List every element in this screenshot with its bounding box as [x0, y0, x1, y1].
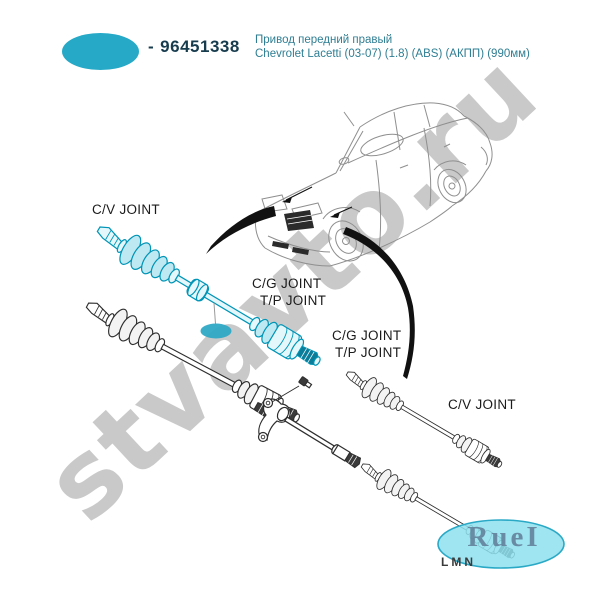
car-illustration	[254, 102, 493, 267]
brand-ellipse	[437, 519, 565, 569]
center-bracket-assembly	[253, 376, 362, 469]
header-badge-ellipse	[62, 33, 139, 70]
label-cv-joint-left: C/V JOINT	[92, 202, 160, 217]
part-number: -96451338	[148, 37, 240, 57]
selected-part-marker	[200, 302, 232, 339]
label-cg-joint-right: C/G JOINT	[332, 328, 402, 343]
axle-pointer-arrows	[282, 186, 353, 218]
label-tp-joint-mid: T/P JOINT	[260, 293, 327, 308]
part-description: Привод передний правый Chevrolet Lacetti…	[255, 34, 530, 61]
right-swoosh-arrow	[343, 227, 415, 379]
brand-logo-text: RueI	[467, 521, 541, 553]
brand-logo-subtext: LMN	[441, 555, 476, 569]
bracket-bolt	[271, 376, 313, 403]
left-swoosh-arrow	[206, 206, 276, 254]
part-number-dash: -	[148, 37, 155, 56]
label-cg-joint-mid: C/G JOINT	[252, 276, 322, 291]
label-tp-joint-right: T/P JOINT	[335, 345, 402, 360]
driveshaft-3	[340, 364, 508, 476]
part-description-line2: Chevrolet Lacetti (03-07) (1.8) (ABS) (А…	[255, 47, 530, 60]
part-number-value: 96451338	[160, 37, 240, 56]
label-cv-joint-right: C/V JOINT	[448, 397, 516, 412]
part-description-line1: Привод передний правый	[255, 34, 393, 46]
